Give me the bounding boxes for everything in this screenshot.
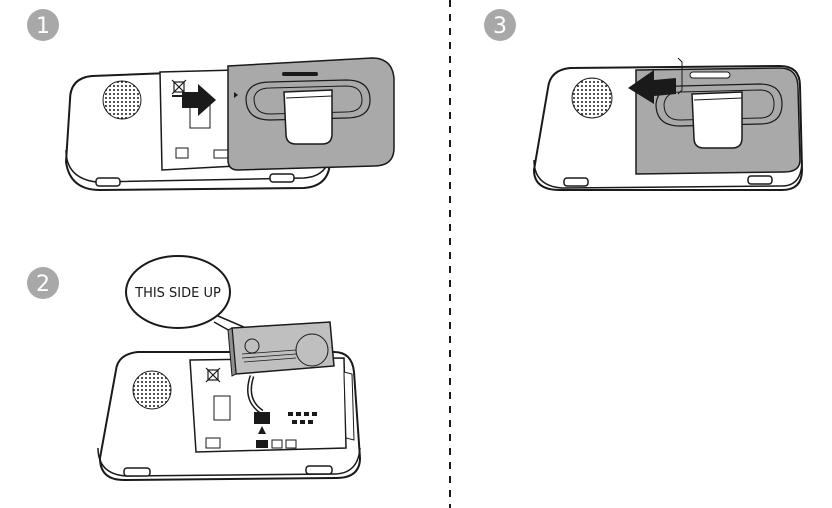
step-3-handset: [532, 57, 804, 191]
speaker-grille-icon: [102, 80, 142, 120]
speaker-grille-icon: [571, 77, 613, 119]
slide-arrow-icon: [628, 60, 676, 104]
step-1-handset: [64, 57, 395, 192]
recycle-bin-icon: [205, 367, 221, 383]
step-1-badge: 1: [27, 9, 59, 41]
step-3-badge: 3: [484, 9, 516, 41]
step-2-badge: 2: [27, 267, 59, 299]
speaker-grille-icon: [132, 370, 172, 410]
battery-connector-icon: [247, 375, 270, 448]
callout-label: THIS SIDE UP: [134, 286, 221, 301]
slide-arrow-icon: [182, 84, 216, 116]
step-3-number: 3: [493, 14, 507, 39]
step-2-panel: 2 THIS SIDE UP: [27, 255, 362, 482]
charging-contacts: [288, 412, 317, 424]
step-2-number: 2: [36, 272, 50, 297]
step-1-panel: 1: [27, 9, 395, 192]
step-3-panel: 3: [484, 9, 804, 191]
step-1-number: 1: [36, 14, 50, 39]
battery-cover: [227, 57, 395, 171]
belt-clip-icon: [691, 91, 743, 149]
this-side-up-callout: THIS SIDE UP: [125, 255, 289, 361]
belt-clip-icon: [283, 89, 333, 145]
battery-pack: [227, 321, 335, 377]
step-2-handset: [97, 321, 362, 482]
